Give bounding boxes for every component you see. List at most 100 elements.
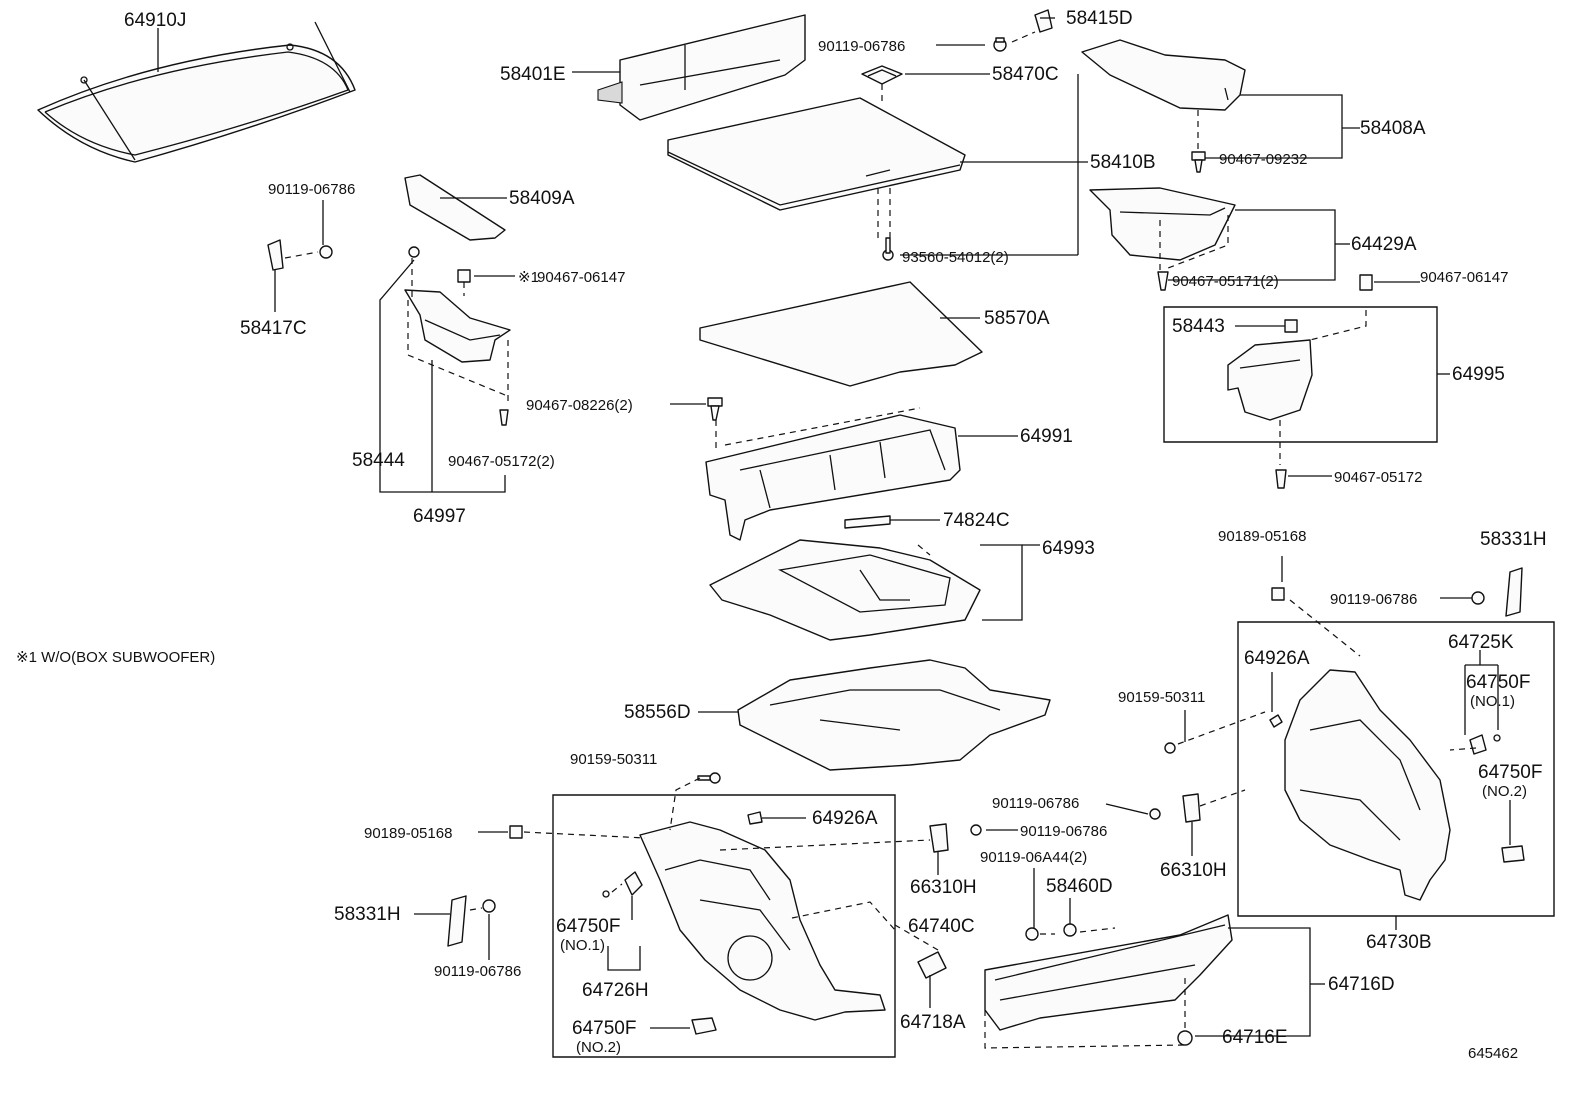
bolt-90119-mid-drawing <box>1149 808 1161 820</box>
part-number-58401E: 58401E <box>500 64 566 85</box>
part-number-64716E: 64716E <box>1222 1027 1288 1048</box>
part-number-90159-left: 90159-50311 <box>570 751 657 768</box>
part-number-58415D: 58415D <box>1066 8 1133 29</box>
trim-58409a-drawing <box>404 174 506 241</box>
clip-64716e-drawing <box>1177 1030 1193 1046</box>
part-number-58409A: 58409A <box>509 188 575 209</box>
part-number-64991: 64991 <box>1020 426 1073 447</box>
note-no2-right: (NO.2) <box>1482 783 1527 800</box>
part-number-90119-center: 90119-06786 <box>1020 823 1107 840</box>
part-number-66310H-right: 66310H <box>1160 860 1227 881</box>
part-number-58444: 58444 <box>352 450 405 471</box>
part-labels: 64910J 58401E 58415D 90119-06786 58470C … <box>16 8 1547 1062</box>
strip-74824c-drawing <box>844 515 891 529</box>
bolt-top-drawing <box>993 37 1007 52</box>
part-number-90189-right: 90189-05168 <box>1218 528 1306 545</box>
floor-mat-58556d-drawing <box>737 659 1051 771</box>
part-number-58443: 58443 <box>1172 316 1225 337</box>
part-number-90467-09232: 90467-09232 <box>1219 151 1307 168</box>
part-number-64926A-left: 64926A <box>812 808 878 829</box>
part-number-58470C: 58470C <box>992 64 1059 85</box>
bracket-64718a-drawing <box>917 951 947 979</box>
part-number-90467-06147-left: 90467-06147 <box>537 269 625 286</box>
left-trim-64740c-drawing <box>639 811 886 1021</box>
clip-58460d-drawing <box>1063 923 1077 937</box>
storage-box-64997-drawing <box>404 246 511 426</box>
part-number-64750F-no2-left: 64750F <box>572 1018 636 1039</box>
clip-90159-left-drawing <box>697 772 721 784</box>
right-trim-64730b-drawing <box>1269 669 1525 901</box>
tonneau-cover-drawing <box>37 21 356 163</box>
clip-90189-right-drawing <box>1271 587 1285 601</box>
bracket-58417c-drawing <box>267 239 333 271</box>
fastener-64750f-left-drawing <box>691 1017 717 1035</box>
part-number-90159-right: 90159-50311 <box>1118 689 1205 706</box>
part-number-90119-top: 90119-06786 <box>818 38 905 55</box>
part-number-64716D: 64716D <box>1328 974 1395 995</box>
part-number-58570A: 58570A <box>984 308 1050 329</box>
part-number-66310H-left: 66310H <box>910 877 977 898</box>
deck-board-58410b-drawing <box>667 97 966 211</box>
clip-90467-09232-drawing <box>1191 151 1206 173</box>
part-number-64910J: 64910J <box>124 10 186 31</box>
part-number-64726H: 64726H <box>582 980 649 1001</box>
note-no1-left: (NO.1) <box>560 937 605 954</box>
bracket-58331h-right-drawing <box>1471 567 1523 617</box>
part-number-90119-right: 90119-06786 <box>1330 591 1417 608</box>
hook-66310h-left-drawing <box>929 823 982 853</box>
part-number-58408A: 58408A <box>1360 118 1426 139</box>
part-number-64995: 64995 <box>1452 364 1505 385</box>
part-number-90189-left: 90189-05168 <box>364 825 452 842</box>
note-no2-left: (NO.2) <box>576 1039 621 1056</box>
part-number-90119-06A44: 90119-06A44(2) <box>980 849 1087 866</box>
part-number-90119-bottom-left: 90119-06786 <box>434 963 521 980</box>
part-number-90467-06147-right: 90467-06147 <box>1420 269 1508 286</box>
partition-board-drawing <box>597 14 806 121</box>
part-number-90467-05171: 90467-05171(2) <box>1172 273 1279 290</box>
part-number-64740C: 64740C <box>908 916 975 937</box>
part-number-58556D: 58556D <box>624 702 691 723</box>
part-number-64750F-no1-left: 64750F <box>556 916 620 937</box>
part-number-64429A: 64429A <box>1351 234 1417 255</box>
part-number-58331H-right: 58331H <box>1480 529 1547 550</box>
part-number-90119-left: 90119-06786 <box>268 181 355 198</box>
hook-66310h-right-drawing <box>1182 793 1201 823</box>
part-number-64718A: 64718A <box>900 1012 966 1033</box>
part-number-64997: 64997 <box>413 506 466 527</box>
part-number-64750F-no2-right: 64750F <box>1478 762 1542 783</box>
bolt-90119-06a44-drawing <box>1025 927 1039 941</box>
bracket-58415d-drawing <box>1034 9 1053 33</box>
leader-lines <box>157 17 1555 1058</box>
clip-90467-08226-drawing <box>707 397 723 421</box>
part-number-90467-05172-left: 90467-05172(2) <box>448 453 555 470</box>
note-mark-1: ※1 <box>518 269 539 286</box>
tray-64993-drawing <box>709 539 981 641</box>
sill-panel-64716d-drawing <box>984 914 1233 1031</box>
part-number-74824C: 74824C <box>943 510 1010 531</box>
part-number-58410B: 58410B <box>1090 152 1156 173</box>
side-cover-58408a-drawing <box>1081 39 1246 111</box>
part-number-90119-mid: 90119-06786 <box>992 795 1079 812</box>
part-number-58460D: 58460D <box>1046 876 1113 897</box>
hatch-58470c-drawing <box>861 65 903 85</box>
clip-90159-right-drawing <box>1164 742 1176 754</box>
bolt-93560-drawing <box>882 237 894 261</box>
footnote-box-subwoofer: ※1 W/O(BOX SUBWOOFER) <box>16 649 215 666</box>
bracket-64726h-drawing <box>602 871 643 898</box>
note-no1-right: (NO.1) <box>1470 693 1515 710</box>
diagram-id: 645462 <box>1468 1045 1518 1062</box>
bracket-58331h-left-drawing <box>447 895 496 947</box>
box-64995-drawing <box>1227 274 1373 489</box>
part-number-58417C: 58417C <box>240 318 307 339</box>
mat-58570a-drawing <box>699 281 983 387</box>
part-number-90467-08226: 90467-08226(2) <box>526 397 633 414</box>
part-number-64730B: 64730B <box>1366 932 1432 953</box>
part-number-58331H-left: 58331H <box>334 904 401 925</box>
part-number-64993: 64993 <box>1042 538 1095 559</box>
frame-64991-drawing <box>705 414 961 541</box>
clip-90189-left-drawing <box>509 825 523 839</box>
part-number-90467-05172-right: 90467-05172 <box>1334 469 1422 486</box>
part-number-64725K: 64725K <box>1448 632 1514 653</box>
part-number-64750F-no1-right: 64750F <box>1466 672 1530 693</box>
